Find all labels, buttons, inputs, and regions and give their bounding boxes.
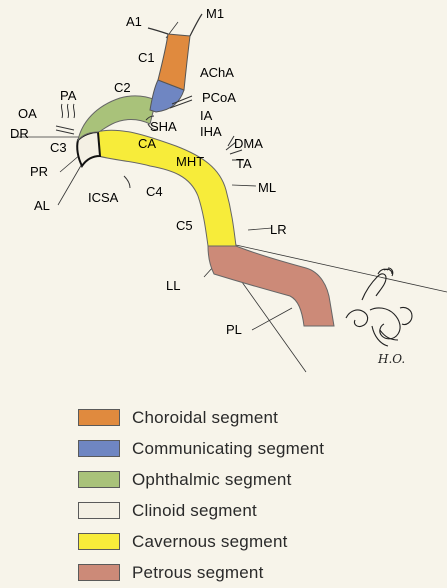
label-ancha: AChA: [200, 65, 234, 80]
cavernous-segment-vessel: [92, 130, 236, 246]
legend-label-choroidal: Choroidal segment: [132, 408, 278, 428]
legend-swatch-ophthalmic: [78, 471, 120, 488]
label-c2: C2: [114, 80, 131, 95]
label-ll: LL: [166, 278, 180, 293]
legend-swatch-petrous: [78, 564, 120, 581]
legend-item: Communicating segment: [78, 433, 378, 464]
label-oa: OA: [18, 106, 37, 121]
label-c1: C1: [138, 50, 155, 65]
legend-swatch-communicating: [78, 440, 120, 457]
label-a1: A1: [126, 14, 142, 29]
label-icsa: ICSA: [88, 190, 119, 205]
legend-swatch-choroidal: [78, 409, 120, 426]
legend: Choroidal segment Communicating segment …: [78, 402, 378, 588]
legend-item: Ophthalmic segment: [78, 464, 378, 495]
inner-ear-icon: [346, 268, 412, 346]
legend-item: Choroidal segment: [78, 402, 378, 433]
label-pcoa: PCoA: [202, 90, 236, 105]
legend-item: Clinoid segment: [78, 495, 378, 526]
label-pr: PR: [30, 164, 48, 179]
label-pa: PA: [60, 88, 77, 103]
label-ta: TA: [236, 156, 252, 171]
petrous-segment-vessel: [208, 246, 334, 326]
label-sha: SHA: [150, 119, 177, 134]
label-ia: IA: [200, 108, 213, 123]
label-mht: MHT: [176, 154, 204, 169]
legend-label-communicating: Communicating segment: [132, 439, 324, 459]
legend-label-petrous: Petrous segment: [132, 563, 264, 583]
label-iha: IHA: [200, 124, 222, 139]
legend-swatch-clinoid: [78, 502, 120, 519]
legend-label-cavernous: Cavernous segment: [132, 532, 288, 552]
carotid-artery-diagram: A1 M1 C1 AChA C2 PCoA PA IA OA SHA IHA D…: [0, 0, 447, 390]
label-lr: LR: [270, 222, 287, 237]
label-c5: C5: [176, 218, 193, 233]
label-m1: M1: [206, 6, 224, 21]
label-c4: C4: [146, 184, 163, 199]
illustrator-signature: H.O.: [378, 352, 405, 366]
label-dma: DMA: [234, 136, 263, 151]
label-al: AL: [34, 198, 50, 213]
label-c3: C3: [50, 140, 67, 155]
a1-m1-bifurcation: [148, 14, 202, 36]
label-dr: DR: [10, 126, 29, 141]
label-ml: ML: [258, 180, 276, 195]
label-ca: CA: [138, 136, 156, 151]
legend-label-ophthalmic: Ophthalmic segment: [132, 470, 292, 490]
label-pl: PL: [226, 322, 242, 337]
legend-item: Petrous segment: [78, 557, 378, 588]
legend-item: Cavernous segment: [78, 526, 378, 557]
legend-label-clinoid: Clinoid segment: [132, 501, 257, 521]
legend-swatch-cavernous: [78, 533, 120, 550]
choroidal-segment-vessel: [158, 34, 190, 90]
